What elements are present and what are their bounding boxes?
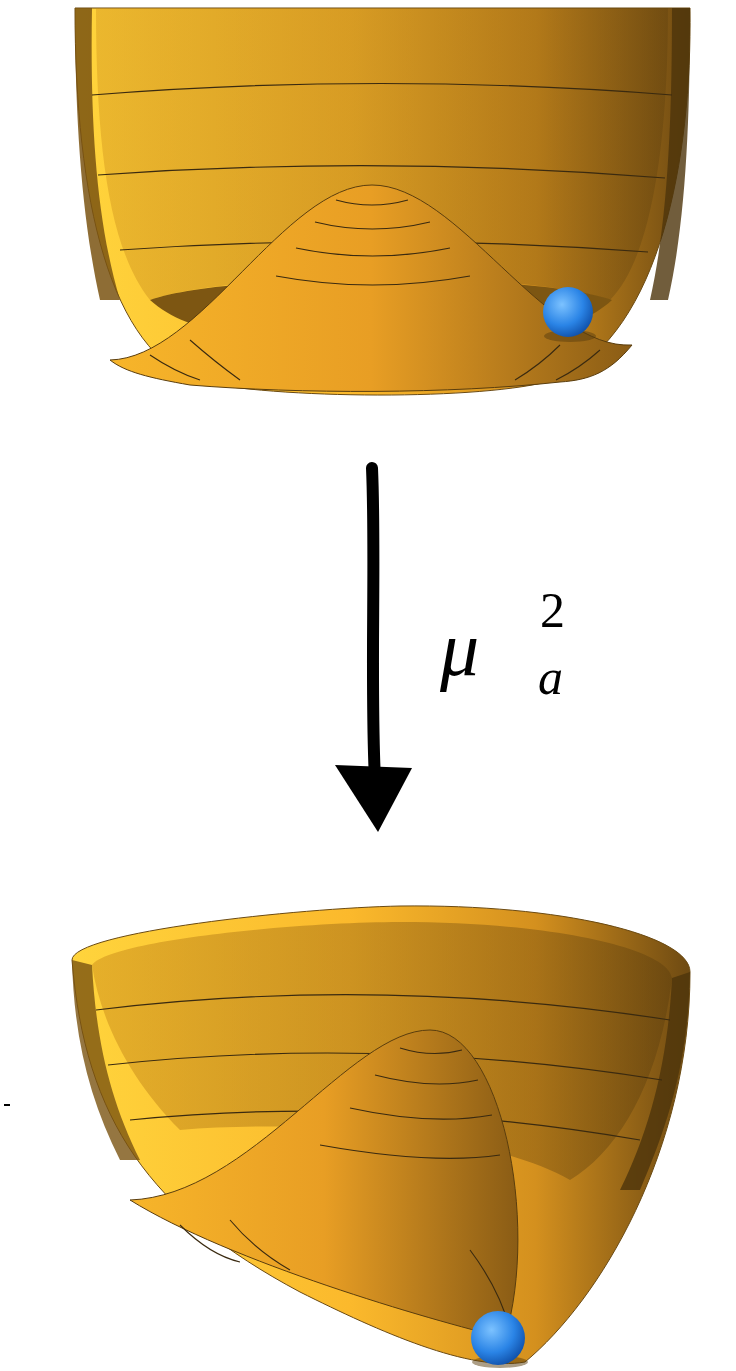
subscript: a — [538, 652, 563, 702]
tilted-potential — [4, 906, 690, 1368]
symmetric-potential — [75, 8, 690, 395]
parameter-symbol: μ — [440, 610, 479, 688]
down-arrow — [335, 468, 412, 832]
superscript: 2 — [540, 585, 565, 635]
